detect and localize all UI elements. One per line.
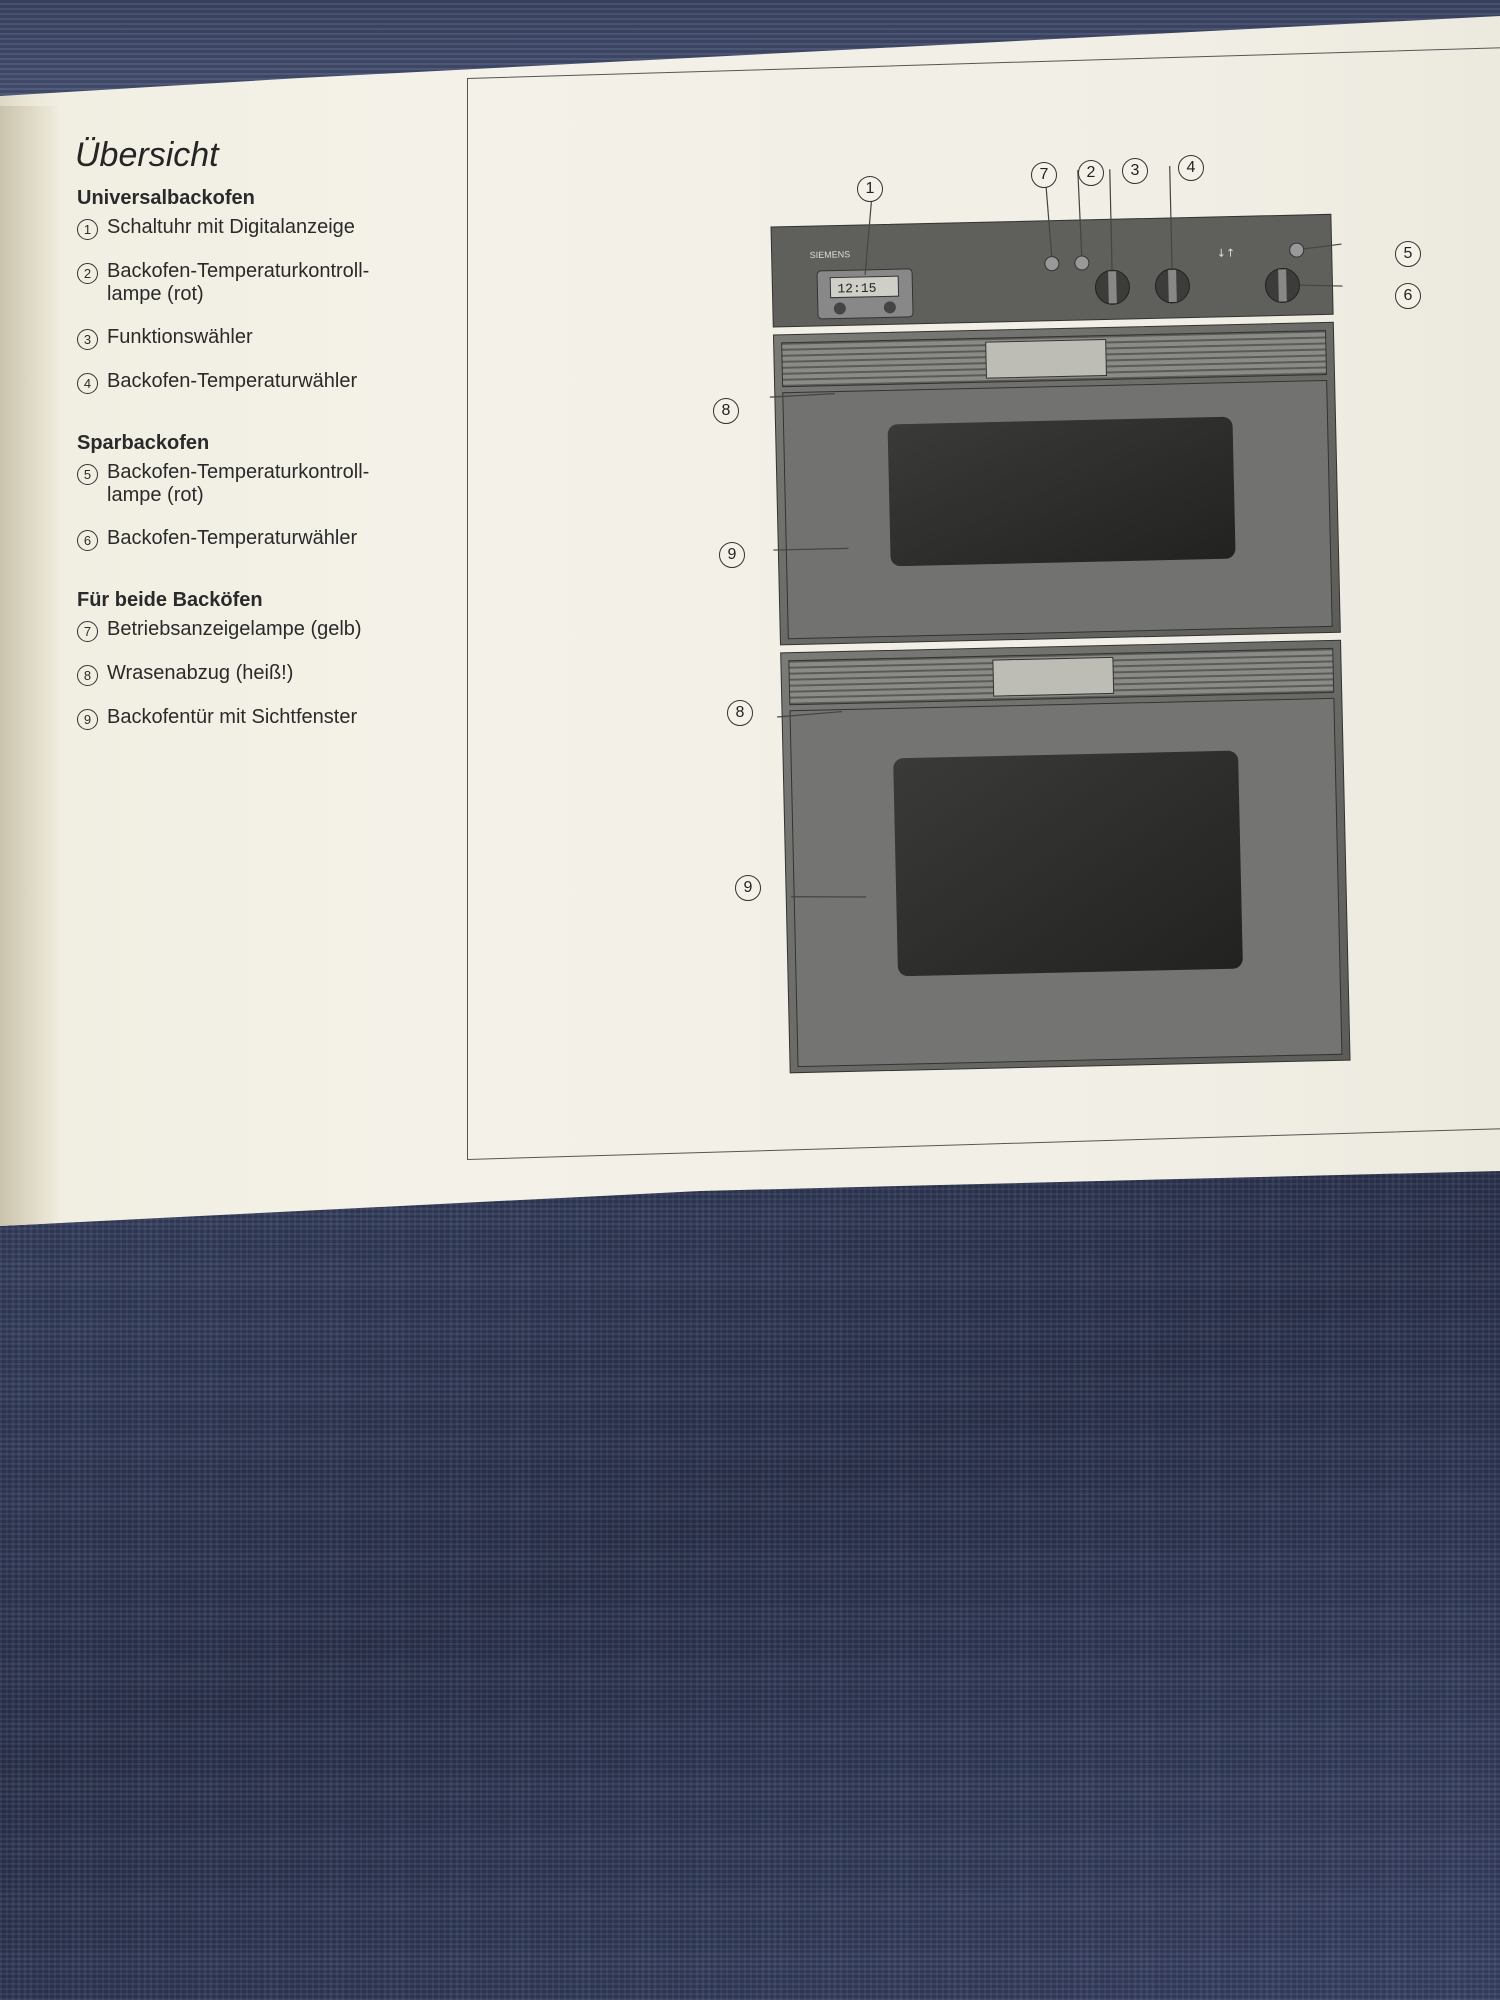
legend-item-3: 3 Funktionswähler xyxy=(75,326,455,350)
page-heading: Übersicht xyxy=(75,136,219,174)
legend-item-6: 6 Backofen-Temperaturwähler xyxy=(75,527,455,551)
number-badge: 1 xyxy=(77,219,98,240)
callout-8-lower: 8 xyxy=(727,700,753,726)
knob-grip xyxy=(1168,269,1177,303)
number-badge: 7 xyxy=(77,621,98,642)
panel-symbol: ↓↑ xyxy=(1217,247,1236,260)
timer-display xyxy=(829,275,900,299)
legend-text: Betriebsanzeigelampe (gelb) xyxy=(107,618,362,640)
timer-display-text: 12:15 xyxy=(837,281,876,297)
callout-6: 6 xyxy=(1395,283,1421,309)
number-badge: 6 xyxy=(77,530,98,551)
lower-oven-window xyxy=(893,750,1243,977)
number-badge: 9 xyxy=(77,709,98,730)
legend-text: Backofen-Temperaturkontroll- xyxy=(107,260,370,282)
callout-3: 3 xyxy=(1122,158,1148,184)
number-badge: 2 xyxy=(77,263,98,284)
legend-text: Backofentür mit Sichtfenster xyxy=(107,706,358,728)
callout-8-upper: 8 xyxy=(713,398,739,424)
section-title: Für beide Backöfen xyxy=(77,589,263,611)
upper-door-handle[interactable] xyxy=(985,338,1107,379)
callout-9-lower: 9 xyxy=(735,875,761,901)
upper-oven-window xyxy=(887,416,1236,567)
callout-7: 7 xyxy=(1031,162,1057,188)
brand-logo: SIEMENS xyxy=(810,249,851,260)
section-both: Für beide Backöfen 7 Betriebsanzeigelamp… xyxy=(75,589,455,730)
legend-text-cont: lampe (rot) xyxy=(107,283,204,305)
legend-text: Schaltuhr mit Digitalanzeige xyxy=(107,216,355,238)
callout-2: 2 xyxy=(1078,160,1104,186)
legend-item-5: 5 Backofen-Temperaturkontroll- lampe (ro… xyxy=(75,461,455,507)
number-badge: 8 xyxy=(77,665,98,686)
number-badge: 4 xyxy=(77,373,98,394)
temperature-lamp-red xyxy=(1074,255,1090,271)
legend-text: Backofen-Temperaturwähler xyxy=(107,527,358,549)
page-spine-shadow xyxy=(0,106,60,1226)
legend-item-8: 8 Wrasenabzug (heiß!) xyxy=(75,662,455,686)
oven-drawing: SIEMENS 12:15 ↓↑ xyxy=(769,165,1351,1074)
section-title: Universalbackofen xyxy=(77,187,255,209)
legend-column: Übersicht Universalbackofen 1 Schaltuhr … xyxy=(75,136,455,750)
legend-text: Backofen-Temperaturkontroll- xyxy=(107,461,370,483)
callout-1: 1 xyxy=(857,176,883,202)
legend-item-4: 4 Backofen-Temperaturwähler xyxy=(75,370,455,394)
callout-4: 4 xyxy=(1178,155,1204,181)
legend-item-7: 7 Betriebsanzeigelampe (gelb) xyxy=(75,618,455,642)
legend-text: Funktionswähler xyxy=(107,326,253,348)
legend-text-cont: lampe (rot) xyxy=(107,484,204,506)
temperature-lamp-red-2 xyxy=(1289,242,1305,258)
section-universal: Universalbackofen 1 Schaltuhr mit Digita… xyxy=(75,187,455,394)
legend-text: Backofen-Temperaturwähler xyxy=(107,370,358,392)
legend-item-1: 1 Schaltuhr mit Digitalanzeige xyxy=(75,216,455,240)
number-badge: 5 xyxy=(77,464,98,485)
operation-lamp xyxy=(1044,256,1060,272)
timer-knob-left[interactable] xyxy=(833,302,846,315)
legend-item-9: 9 Backofentür mit Sichtfenster xyxy=(75,706,455,730)
section-title: Sparbackofen xyxy=(77,432,210,454)
callout-5: 5 xyxy=(1395,241,1421,267)
knob-grip xyxy=(1108,271,1117,304)
timer-knob-right[interactable] xyxy=(883,301,896,314)
legend-text: Wrasenabzug (heiß!) xyxy=(107,662,294,684)
knob-grip xyxy=(1278,269,1287,302)
lower-door-handle[interactable] xyxy=(992,656,1115,697)
legend-item-2: 2 Backofen-Temperaturkontroll- lampe (ro… xyxy=(75,260,455,306)
callout-9-upper: 9 xyxy=(719,542,745,568)
oven-illustration: SIEMENS 12:15 ↓↑ xyxy=(759,143,1410,1097)
section-spar: Sparbackofen 5 Backofen-Temperaturkontro… xyxy=(75,432,455,551)
number-badge: 3 xyxy=(77,329,98,350)
